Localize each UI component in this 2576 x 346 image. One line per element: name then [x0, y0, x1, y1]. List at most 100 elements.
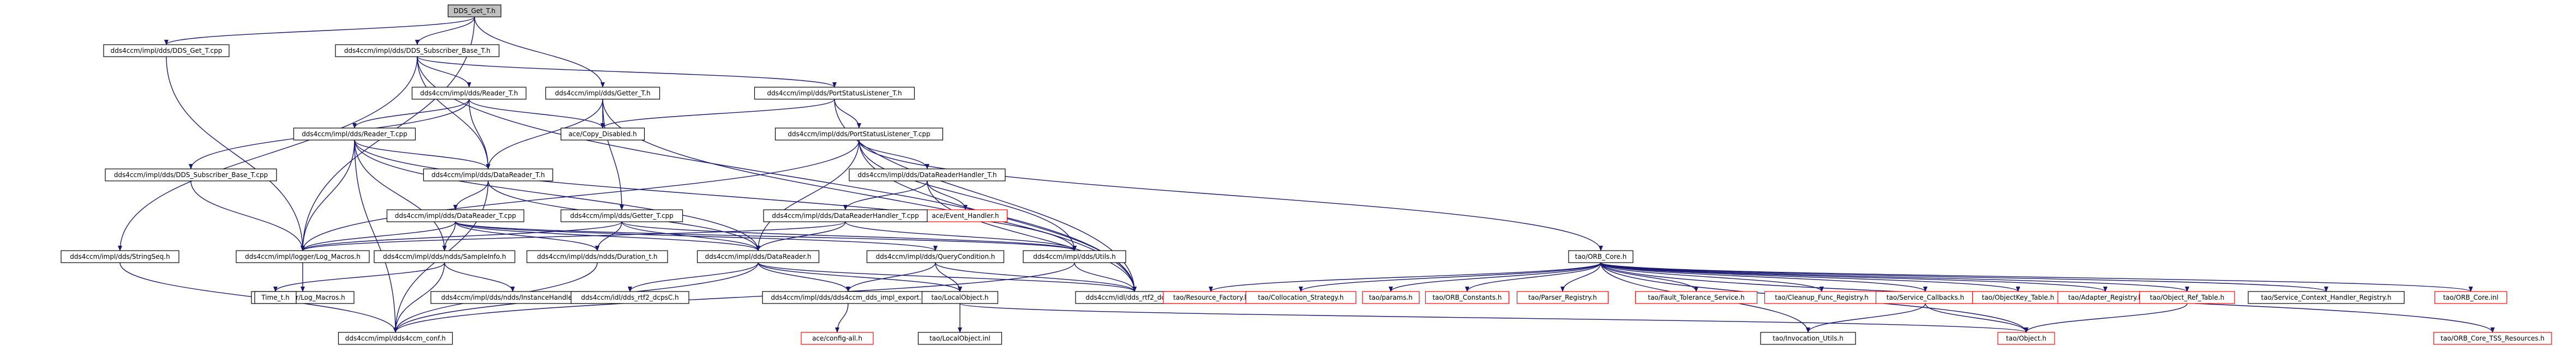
graph-node[interactable]: tao/Resource_Factory.h [1163, 291, 1259, 304]
graph-node[interactable]: tao/Service_Callbacks.h [1875, 291, 1975, 304]
node-box[interactable] [254, 291, 297, 304]
node-box[interactable] [2434, 291, 2507, 304]
graph-node[interactable]: dds4ccm/impl/dds/Getter_T.cpp [560, 209, 683, 222]
graph-node[interactable]: tao/Collocation_Strategy.h [1245, 291, 1356, 304]
node-label: dds4ccm/impl/dds/ndds/SampleInfo.h [383, 253, 506, 260]
graph-node[interactable]: dds4ccm/impl/dds/DataReaderHandler_T.cpp [763, 209, 928, 222]
graph-node[interactable]: dds4ccm/impl/dds/Reader_T.cpp [293, 128, 416, 141]
graph-node[interactable]: DDS_Get_T.h [447, 4, 502, 17]
graph-node[interactable]: ace/config-all.h [801, 332, 874, 345]
graph-node[interactable]: ace/Copy_Disabled.h [560, 128, 645, 141]
node-box[interactable] [1997, 332, 2055, 345]
graph-node[interactable]: tao/Cleanup_Func_Registry.h [1764, 291, 1880, 304]
graph-node[interactable]: tao/ORB_Core.inl [2434, 291, 2507, 304]
graph-node[interactable]: dds4ccm/impl/dds/DDS_Subscriber_Base_T.c… [105, 168, 277, 181]
graph-node[interactable]: Time_t.h [254, 291, 297, 304]
graph-node[interactable]: dds4ccm/impl/logger/Log_Macros.h [236, 250, 370, 263]
node-box[interactable] [849, 168, 1006, 181]
graph-node[interactable]: dds4ccm/impl/dds/DataReaderHandler_T.h [849, 168, 1006, 181]
graph-node[interactable]: tao/Fault_Tolerance_Service.h [1635, 291, 1758, 304]
node-box[interactable] [293, 128, 416, 141]
graph-node[interactable]: ace/Event_Handler.h [923, 209, 1008, 222]
graph-node[interactable]: tao/Object.h [1997, 332, 2055, 345]
graph-node[interactable]: tao/Service_Context_Handler_Registry.h [2248, 291, 2405, 304]
graph-node[interactable]: dds4ccm/impl/dds/ndds/InstanceHandle_t.h [430, 291, 595, 304]
node-box[interactable] [696, 250, 820, 263]
graph-node[interactable]: tao/ORB_Constants.h [1425, 291, 1510, 304]
node-box[interactable] [1245, 291, 1356, 304]
graph-node[interactable]: dds4ccm/impl/dds4ccm_conf.h [338, 332, 453, 345]
dependency-edge [301, 139, 860, 251]
graph-node[interactable]: dds4ccm/impl/dds/DDS_Subscriber_Base_T.h [335, 44, 500, 57]
node-label: ace/Copy_Disabled.h [568, 130, 637, 138]
graph-node[interactable]: dds4ccm/impl/dds/DataReader_T.cpp [386, 209, 525, 222]
graph-node[interactable]: dds4ccm/impl/dds/DDS_Get_T.cpp [103, 44, 230, 57]
dependency-edge [1600, 262, 2107, 292]
node-box[interactable] [1568, 250, 1634, 263]
dependency-edge [444, 262, 515, 292]
graph-node[interactable]: tao/Parser_Registry.h [1516, 291, 1609, 304]
graph-node[interactable]: dds4ccm/impl/dds/ndds/Duration_t.h [526, 250, 668, 263]
node-box[interactable] [105, 168, 277, 181]
graph-node[interactable]: tao/LocalObject.inl [917, 332, 1002, 345]
node-box[interactable] [1635, 291, 1758, 304]
node-box[interactable] [2139, 291, 2235, 304]
node-box[interactable] [1425, 291, 1510, 304]
graph-node[interactable]: tao/Adapter_Registry.h [2057, 291, 2153, 304]
node-box[interactable] [560, 209, 683, 222]
node-box[interactable] [754, 87, 915, 100]
node-box[interactable] [338, 332, 453, 345]
node-box[interactable] [386, 209, 525, 222]
graph-node[interactable]: dds4ccm/idl/dds_rtf2_dcpsC.h [571, 291, 689, 304]
graph-node[interactable]: dds4ccm/impl/dds/PortStatusListener_T.h [754, 87, 915, 100]
graph-node[interactable]: dds4ccm/impl/dds/ndds/SampleInfo.h [374, 250, 515, 263]
graph-node[interactable]: dds4ccm/impl/dds/QueryCondition.h [866, 250, 1005, 263]
node-box[interactable] [61, 250, 179, 263]
node-box[interactable] [774, 128, 944, 141]
node-box[interactable] [423, 168, 554, 181]
node-box[interactable] [2433, 332, 2552, 345]
node-box[interactable] [801, 332, 874, 345]
graph-node[interactable]: tao/ORB_Core_TSS_Resources.h [2433, 332, 2552, 345]
graph-node[interactable]: dds4ccm/impl/dds/PortStatusListener_T.cp… [774, 128, 944, 141]
node-box[interactable] [921, 291, 999, 304]
dependency-edge [858, 139, 1077, 251]
node-box[interactable] [374, 250, 515, 263]
node-box[interactable] [2248, 291, 2405, 304]
node-box[interactable] [526, 250, 668, 263]
node-label: dds4ccm/impl/dds/StringSeq.h [70, 253, 170, 260]
node-box[interactable] [560, 128, 645, 141]
node-box[interactable] [545, 87, 660, 100]
graph-node[interactable]: dds4ccm/impl/dds/DataReader.h [696, 250, 820, 263]
node-box[interactable] [763, 209, 928, 222]
graph-node[interactable]: tao/params.h [1362, 291, 1420, 304]
node-box[interactable] [411, 87, 527, 100]
node-box[interactable] [335, 44, 500, 57]
node-box[interactable] [917, 332, 1002, 345]
graph-node[interactable]: tao/LocalObject.h [921, 291, 999, 304]
graph-node[interactable]: dds4ccm/impl/dds/Getter_T.h [545, 87, 660, 100]
node-box[interactable] [447, 4, 502, 17]
graph-node[interactable]: tao/Object_Ref_Table.h [2139, 291, 2235, 304]
node-box[interactable] [103, 44, 230, 57]
graph-node[interactable]: dds4ccm/impl/dds/StringSeq.h [61, 250, 179, 263]
graph-node[interactable]: tao/ObjectKey_Table.h [1972, 291, 2064, 304]
graph-node[interactable]: dds4ccm/impl/dds/Reader_T.h [411, 87, 527, 100]
node-label: dds4ccm/impl/dds/DataReaderHandler_T.cpp [772, 212, 919, 220]
node-box[interactable] [236, 250, 370, 263]
graph-node[interactable]: dds4ccm/impl/dds/DataReader_T.h [423, 168, 554, 181]
graph-node[interactable]: dds4ccm/impl/dds/Utils.h [1023, 250, 1126, 263]
graph-node[interactable]: tao/Invocation_Utils.h [1760, 332, 1856, 345]
graph-node[interactable]: dds4ccm/impl/dds/dds4ccm_dds_impl_export… [762, 291, 934, 304]
node-box[interactable] [866, 250, 1005, 263]
node-label: dds4ccm/impl/dds/Reader_T.cpp [302, 130, 407, 138]
dependency-edge [1560, 262, 1601, 292]
node-box[interactable] [1362, 291, 1420, 304]
node-box[interactable] [1023, 250, 1126, 263]
node-box[interactable] [1760, 332, 1856, 345]
dependency-edge [1465, 262, 1601, 292]
node-box[interactable] [1516, 291, 1609, 304]
graph-node[interactable]: tao/ORB_Core.h [1568, 250, 1634, 263]
node-box[interactable] [571, 291, 689, 304]
